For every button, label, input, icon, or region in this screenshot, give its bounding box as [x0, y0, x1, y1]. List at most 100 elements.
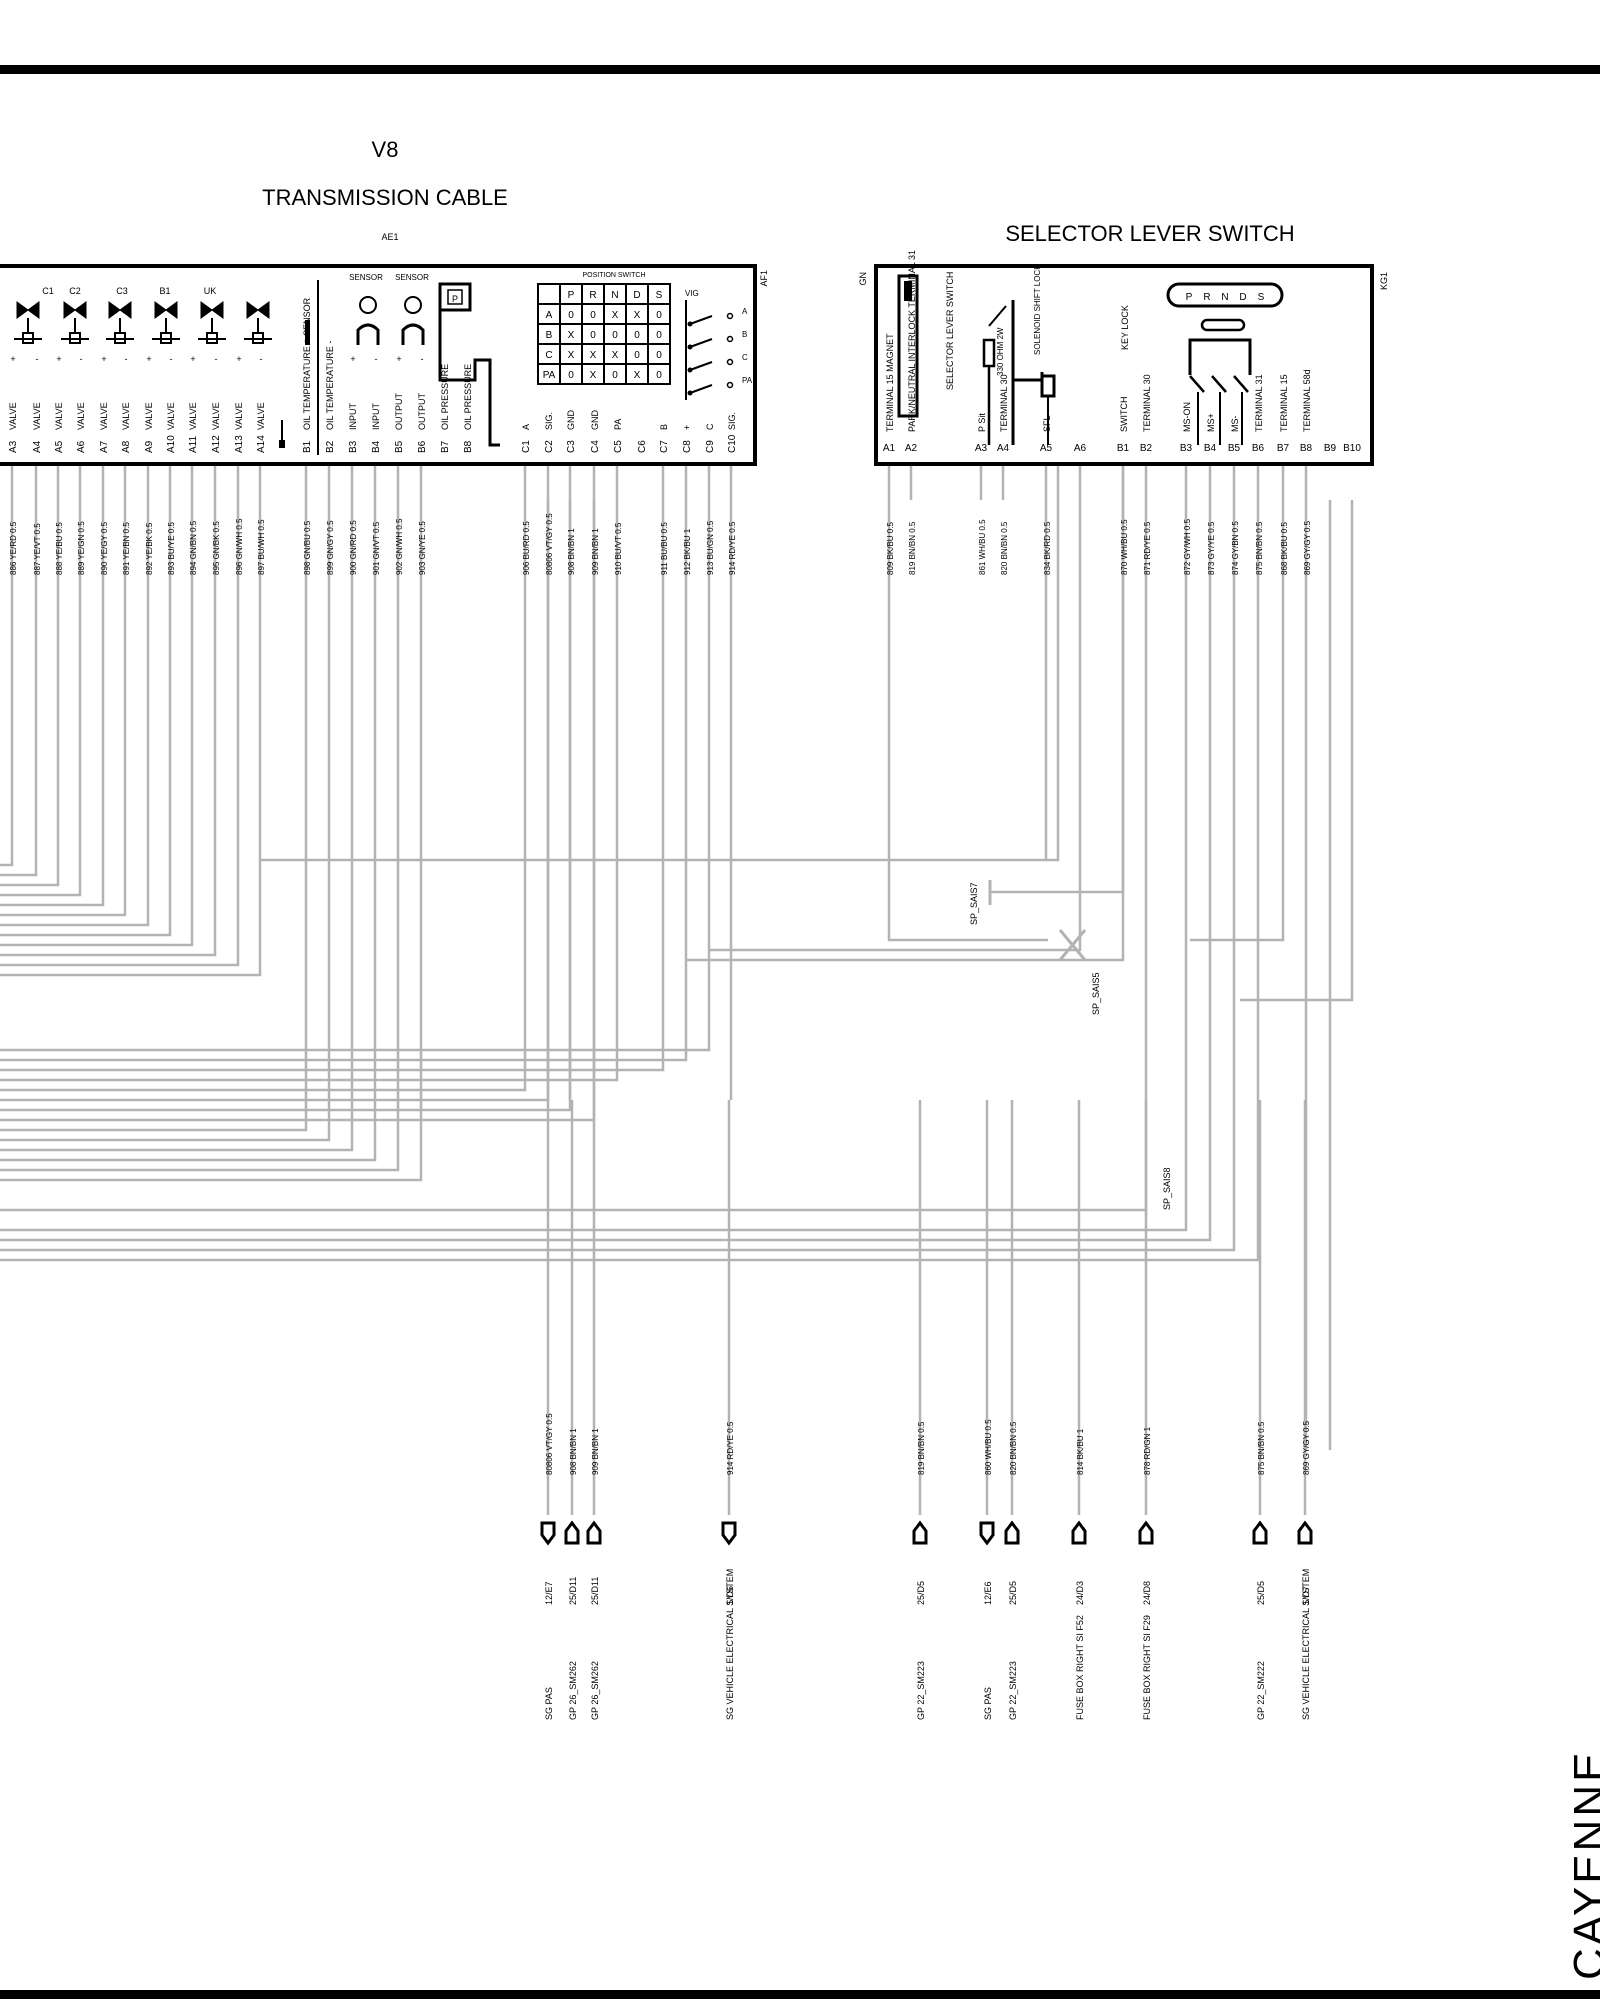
- selector-wire-label: 861 WH/BU 0.5: [978, 519, 987, 575]
- magnet-core-icon: [904, 281, 912, 301]
- selector-wire-label: 870 WH/BU 0.5: [1120, 519, 1129, 575]
- position-switch-value: PA: [543, 370, 556, 381]
- transmission-pin-label: OUTPUT: [417, 393, 427, 431]
- transmission-pin-id: B4: [371, 440, 382, 453]
- position-switch-value: X: [612, 310, 619, 321]
- transmission-pin-sign: +: [350, 354, 355, 364]
- output-connector-icon: [1004, 1520, 1020, 1545]
- transmission-pin-label: VALVE: [32, 402, 42, 430]
- selector-wire-label: 874 GY/BN 0.5: [1231, 521, 1240, 575]
- transmission-pin-id: A7: [99, 440, 110, 453]
- transmission-wire-label: 910 BU/VT 0.5: [614, 522, 623, 575]
- transmission-pin-label: PA: [613, 419, 623, 430]
- output-connector-icon: [1297, 1520, 1313, 1545]
- output-connector-icon: [564, 1520, 580, 1545]
- transmission-pin-id: C7: [659, 440, 670, 453]
- contact-dot: [687, 390, 693, 396]
- splice-label: SP_SAIS7: [969, 882, 979, 925]
- position-switch-value: X: [634, 310, 641, 321]
- selector-pin-label: TERMINAL 15: [1279, 374, 1289, 432]
- position-switch-value: 0: [568, 310, 574, 321]
- selector-pin-label: SWITCH: [1119, 397, 1129, 433]
- transmission-pin-label: VALVE: [166, 402, 176, 430]
- transmission-pin-id: B6: [417, 440, 428, 453]
- position-switch-value: X: [590, 370, 597, 381]
- output-wire-label: 875 BN/BN 0.5: [1257, 1421, 1266, 1475]
- fanout-wire: [0, 500, 194, 947]
- position-switch-value: 0: [656, 350, 662, 361]
- transmission-pin-label: SIG.: [544, 412, 554, 430]
- position-switch-header: D: [633, 290, 640, 301]
- selector-wire-label: 834 BK/RD 0.5: [1043, 521, 1052, 575]
- selector-pin-id: B6: [1252, 443, 1265, 454]
- selector-wire-label: 871 RD/YE 0.5: [1143, 521, 1152, 575]
- wire-to-selector: [709, 465, 1082, 952]
- output-ref-label: 25/D5: [1256, 1581, 1266, 1605]
- position-switch-value: 0: [634, 330, 640, 341]
- gear-display-icon: [1166, 282, 1284, 308]
- transmission-pin-sign: +: [101, 354, 106, 364]
- switch-contact-label: A: [742, 307, 748, 316]
- ms-switch: [1189, 375, 1205, 393]
- output-ref-label: 25/D11: [568, 1577, 578, 1605]
- transmission-pin-sign: -: [80, 354, 83, 364]
- fanout-wire: [0, 500, 217, 957]
- transmission-pin-label: VALVE: [8, 402, 18, 430]
- transmission-wire-label: 897 BU/WH 0.5: [257, 519, 266, 575]
- contact-dot: [726, 358, 734, 366]
- selector-pin-id: B7: [1277, 443, 1290, 454]
- ms-bus: [1188, 338, 1252, 375]
- resistor-icon: [982, 338, 996, 368]
- position-switch-value: X: [590, 350, 597, 361]
- transmission-wire-label: 898 GN/BU 0.5: [303, 520, 312, 575]
- position-switch-value: X: [568, 350, 575, 361]
- selector-wire-label: 873 GY/YE 0.5: [1207, 521, 1216, 575]
- gear-display-letter: R: [1203, 292, 1210, 303]
- transmission-pin-label: B: [659, 424, 669, 430]
- fanout-wire: [0, 500, 172, 937]
- position-switch-value: 0: [590, 310, 596, 321]
- transmission-pin-id: B2: [325, 440, 336, 453]
- output-wire-label: 908 BN/BN 1: [569, 1428, 578, 1475]
- transmission-wire-label: 887 YE/VT 0.5: [33, 523, 42, 575]
- transmission-pin-id: C5: [613, 440, 624, 453]
- selector-wire-label: 819 BN/BN 0.5: [908, 521, 917, 575]
- transmission-pin-id: A11: [188, 436, 199, 453]
- transmission-wire-label: 899 GN/GY 0.5: [326, 520, 335, 575]
- transmission-pin-id: A12: [211, 435, 222, 453]
- output-ref-label: 25/D5: [1008, 1581, 1018, 1605]
- gear-display-letter: P: [1186, 292, 1193, 303]
- switch-contact: [689, 338, 713, 348]
- transmission-wire-label: 914 RD/YE 0.5: [728, 521, 737, 575]
- transmission-pin-sign: +: [396, 354, 401, 364]
- transmission-pin-id: C9: [705, 440, 716, 453]
- fanout-wire: [0, 500, 60, 887]
- selector-pin-label: PARK/NEUTRAL INTERLOCK TERMINAL 31: [907, 250, 917, 432]
- transmission-wire-label: 913 BU/GN 0.5: [706, 520, 715, 575]
- fanout-wire: [0, 500, 400, 1172]
- output-ref-label: 12/E7: [544, 1581, 554, 1605]
- selector-pin-id: A3: [975, 443, 988, 454]
- selector-pin-label: TERMINAL 15 MAGNET: [885, 333, 895, 432]
- position-switch-value: 0: [634, 350, 640, 361]
- output-ref-label: 12/E6: [983, 1581, 993, 1605]
- transmission-pin-label: VALVE: [99, 402, 109, 430]
- transmission-pin-label: VALVE: [121, 402, 131, 430]
- solenoid-line: [1013, 372, 1044, 382]
- fanout-wire: [0, 500, 711, 1052]
- output-wire-label: 914 RD/YE 0.5: [726, 1421, 735, 1475]
- transmission-pin-label: +: [682, 425, 692, 430]
- valve-group-label: C1: [42, 286, 54, 296]
- transmission-pin-label: GND: [566, 410, 576, 431]
- selector-inner-label: SELECTOR LEVER SWITCH: [945, 272, 955, 390]
- transmission-connector-id: AF1: [759, 270, 769, 287]
- oil-pressure-icon: [447, 289, 463, 305]
- transmission-pin-id: A4: [32, 440, 43, 453]
- selector-pin-id: B9: [1324, 443, 1337, 454]
- position-switch-value: X: [612, 350, 619, 361]
- transmission-pin-id: C10: [727, 434, 738, 453]
- position-switch-value: A: [546, 310, 553, 321]
- selector-pin-label: TERMINAL 31: [1254, 374, 1264, 432]
- selector-wire: [0, 500, 1260, 1262]
- selector-inner-label: KEY LOCK: [1120, 305, 1130, 350]
